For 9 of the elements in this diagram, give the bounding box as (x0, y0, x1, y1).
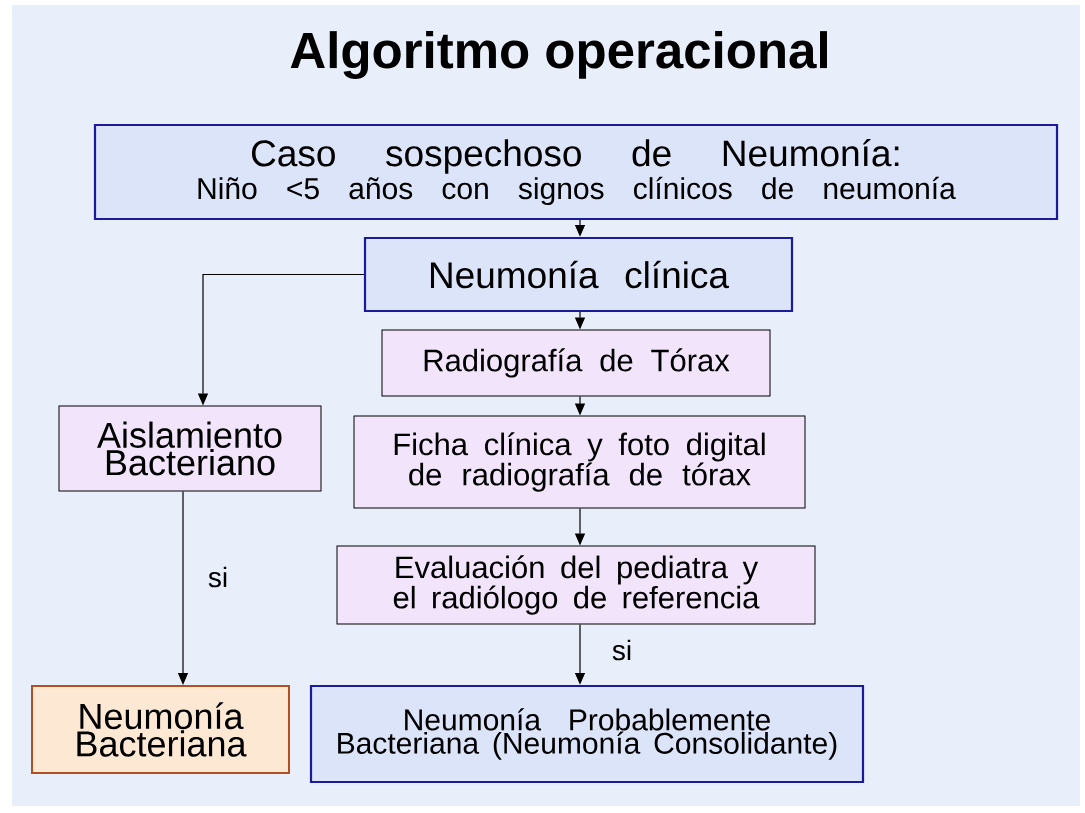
process-box: Caso sospechoso de Neumonía: Niño <5 años con signos clínicos de neumonía (93, 123, 1059, 221)
process-box: Neumonía Probablemente Bacteriana (Neumonía Consolidante) (309, 684, 865, 784)
title: Algoritmo operacional (290, 31, 827, 79)
process-box: Neumonía clínica (363, 236, 794, 313)
process-box: Ficha clínica y foto digital de radiografía de tórax (353, 415, 806, 509)
process-box: Evaluación del pediatra y el radiólogo de referencia (336, 545, 816, 625)
process-box: Aislamiento Bacteriano (58, 405, 322, 492)
process-box: Neumonía Bacteriana (31, 685, 290, 774)
process-box: Radiografía de Tórax (381, 329, 771, 397)
